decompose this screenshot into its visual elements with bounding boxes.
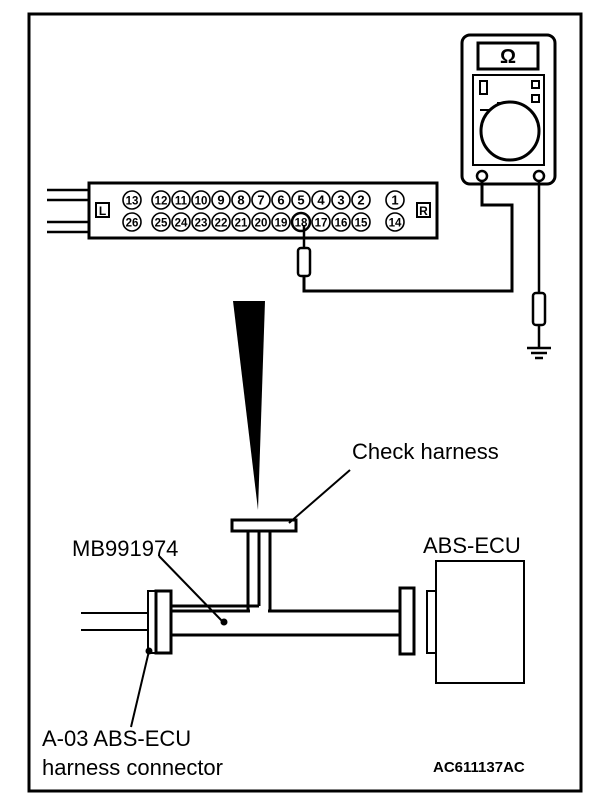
top-pin-2 <box>351 190 371 210</box>
pin-row-bottom: 26 25 24 23 22 21 20 19 18 17 16 15 14 <box>122 211 405 233</box>
bottom-pin-label-22: 22 <box>215 218 228 230</box>
meter-terminal-left <box>475 169 489 183</box>
connector-tag-left: L <box>99 204 106 218</box>
bottom-pin-label-16: 16 <box>335 218 348 230</box>
top-pin-3 <box>331 190 351 210</box>
label-abs-ecu: ABS-ECU <box>423 533 521 558</box>
ecu-side-connector <box>398 586 416 656</box>
top-pin-label-5: 5 <box>297 193 304 208</box>
bottom-pin-23 <box>191 212 211 232</box>
bottom-pin-14 <box>385 212 405 232</box>
meter-dial-icon <box>479 100 541 162</box>
figure-code: AC611137AC <box>433 759 525 776</box>
bottom-pin-label-24: 24 <box>175 218 188 230</box>
bottom-pin-label-19: 19 <box>275 218 288 230</box>
top-pin-5 <box>291 190 311 210</box>
zoom-pointer-icon <box>233 301 265 510</box>
ohmmeter-icon: Ω <box>460 33 557 186</box>
leader-check-harness <box>288 469 351 524</box>
top-pin-label-4: 4 <box>317 193 325 208</box>
label-check-harness: Check harness <box>352 439 499 464</box>
ground-probe <box>531 291 547 327</box>
abs-ecu-unit <box>435 560 525 684</box>
ohm-symbol: Ω <box>500 46 516 68</box>
top-pin-1 <box>385 190 405 210</box>
meter-display <box>476 41 540 71</box>
leader-mb991974 <box>158 555 224 623</box>
bottom-pin-label-14: 14 <box>389 218 402 230</box>
top-pin-label-9: 9 <box>217 193 224 208</box>
bottom-pin-20 <box>251 212 271 232</box>
leader-a03-connector <box>130 650 150 728</box>
top-pin-4 <box>311 190 331 210</box>
top-pin-9 <box>211 190 231 210</box>
bottom-pin-19 <box>271 212 291 232</box>
bottom-pin-label-17: 17 <box>315 218 328 230</box>
top-pin-label-13: 13 <box>126 196 139 208</box>
probe-handle <box>296 246 312 278</box>
bottom-pin-15 <box>351 212 371 232</box>
top-pin-label-1: 1 <box>391 193 398 208</box>
bottom-pin-label-18: 18 <box>295 218 308 230</box>
bottom-pin-label-21: 21 <box>235 218 248 230</box>
bottom-pin-18 <box>290 211 312 233</box>
bottom-pin-21 <box>231 212 251 232</box>
top-pin-7 <box>251 190 271 210</box>
bottom-pin-16 <box>331 212 351 232</box>
bottom-pin-label-23: 23 <box>195 218 208 230</box>
top-pin-label-7: 7 <box>257 193 264 208</box>
top-pin-12 <box>151 190 171 210</box>
label-connector-line1: A-03 ABS-ECU <box>42 726 192 751</box>
check-harness-plug <box>230 518 298 533</box>
bottom-pin-26 <box>122 212 142 232</box>
bottom-pin-25 <box>151 212 171 232</box>
bottom-pin-label-26: 26 <box>126 218 139 230</box>
top-pin-13 <box>122 190 142 210</box>
harness-assembly <box>81 518 525 684</box>
top-pin-label-6: 6 <box>277 193 284 208</box>
top-pin-11 <box>171 190 191 210</box>
top-pin-label-10: 10 <box>195 196 208 208</box>
bottom-pin-label-25: 25 <box>155 218 168 230</box>
bottom-pin-22 <box>211 212 231 232</box>
test-lead-probe <box>302 181 514 293</box>
top-pin-label-8: 8 <box>237 193 244 208</box>
top-pin-label-2: 2 <box>357 193 364 208</box>
figure-border <box>27 12 583 793</box>
connector-tag-right: R <box>419 204 428 218</box>
bottom-pin-label-15: 15 <box>355 218 368 230</box>
bottom-pin-17 <box>311 212 331 232</box>
ground-icon <box>527 346 551 360</box>
meter-terminal-right <box>532 169 546 183</box>
top-pin-8 <box>231 190 251 210</box>
top-pin-10 <box>191 190 211 210</box>
bottom-pin-24 <box>171 212 191 232</box>
top-pin-label-3: 3 <box>337 193 344 208</box>
label-connector-line2: harness connector <box>42 755 223 780</box>
top-pin-6 <box>271 190 291 210</box>
mb991974-harness <box>169 609 402 637</box>
top-pin-label-12: 12 <box>155 196 168 208</box>
bottom-pin-label-20: 20 <box>255 218 268 230</box>
top-pin-label-11: 11 <box>175 196 188 208</box>
label-mb991974: MB991974 <box>72 536 179 561</box>
